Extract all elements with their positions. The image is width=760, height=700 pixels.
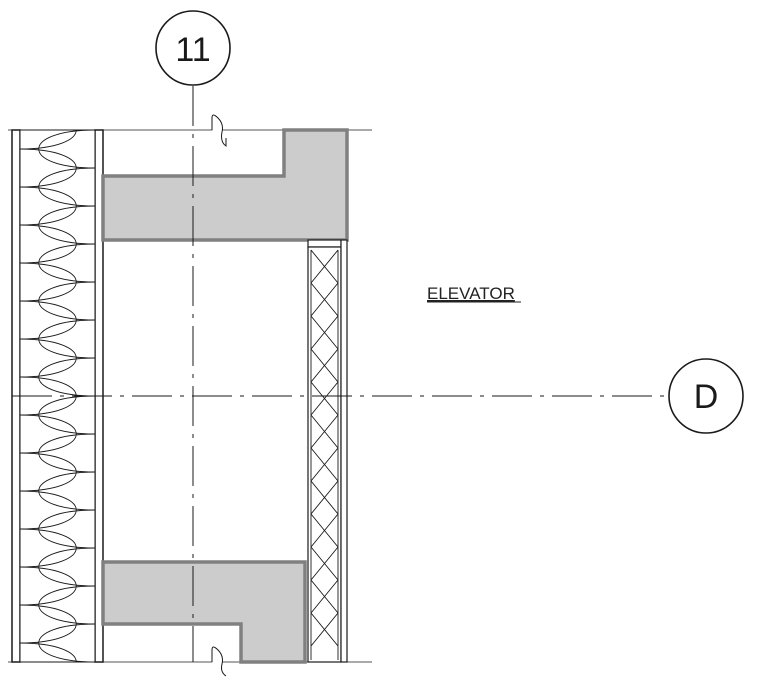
grid-bubble-11[interactable]: 11 (155, 10, 231, 86)
grid-tag-d: D (694, 378, 719, 416)
room-label-elevator: ELEVATOR (427, 284, 515, 303)
break-line-icon (211, 114, 227, 147)
cross-hatch-icon (310, 249, 339, 660)
shaft-wall-cap (307, 239, 342, 248)
grid-bubble-d[interactable]: D (668, 358, 744, 434)
shaft-wall (307, 239, 348, 663)
grid-bubble-circle (668, 358, 744, 434)
grid-tag-11: 11 (175, 31, 210, 69)
grid-bubble-circle (155, 10, 231, 86)
concrete-lintel-top (101, 128, 349, 242)
shaft-wall-core (307, 246, 342, 663)
concrete-sill-bottom (101, 560, 307, 664)
shaft-wall-finish (340, 239, 348, 663)
batt-insulation-icon (20, 130, 95, 662)
break-line-icon (211, 646, 227, 677)
exterior-wall (11, 129, 104, 663)
